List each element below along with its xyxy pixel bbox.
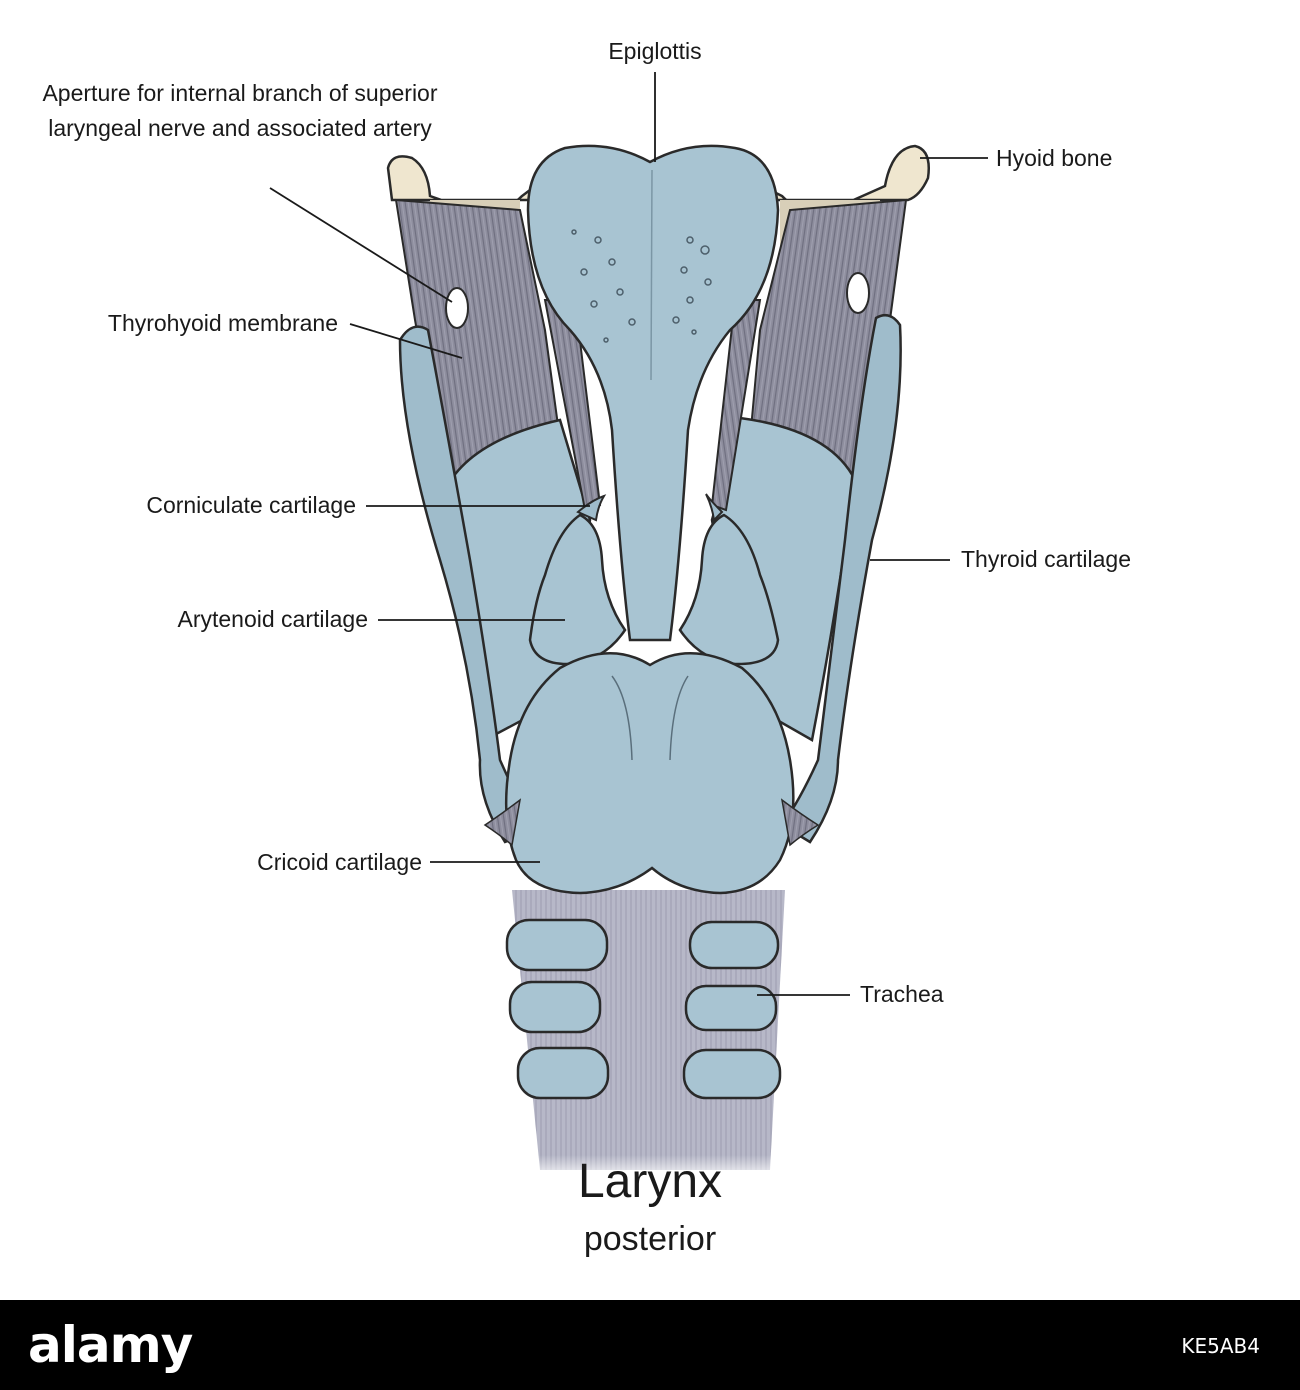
tracheal-ring [688,920,780,970]
tracheal-ring [505,918,609,972]
label-cricoid-cartilage: Cricoid cartilage [257,849,422,875]
larynx-illustration [269,72,988,1180]
diagram-title: Larynx [577,1155,723,1208]
aperture-left [445,287,469,329]
label-epiglottis: Epiglottis [608,38,702,64]
leader-lines [269,72,988,996]
aperture-right [846,272,870,314]
diagram-canvas: Aperture for internal branch of superior… [42,38,1132,1258]
cricoid-cartilage [483,651,820,895]
label-thyroid-cartilage: Thyroid cartilage [961,546,1132,572]
tracheal-ring [508,980,602,1034]
label-trachea: Trachea [860,981,944,1007]
image-code: KE5AB4 [1181,1334,1260,1358]
leader-aperture [269,187,453,303]
alamy-logo: alamy [28,1316,193,1374]
tracheal-rings [505,918,782,1100]
label-arytenoid-cartilage: Arytenoid cartilage [177,606,369,632]
epiglottis [526,144,780,642]
label-aperture: Aperture for internal branch of superior… [42,80,438,141]
tracheal-ring [684,984,778,1032]
diagram-subtitle: posterior [583,1220,717,1258]
label-hyoid-bone: Hyoid bone [996,145,1113,171]
leader-thyrohyoid [349,323,463,359]
label-corniculate-cartilage: Corniculate cartilage [146,492,356,518]
label-thyrohyoid-membrane: Thyrohyoid membrane [107,310,338,336]
arytenoid-cartilage [528,513,780,666]
tracheal-ring [682,1048,782,1100]
tracheal-ring [516,1046,610,1100]
watermark-footer: alamy KE5AB4 [0,1300,1300,1390]
